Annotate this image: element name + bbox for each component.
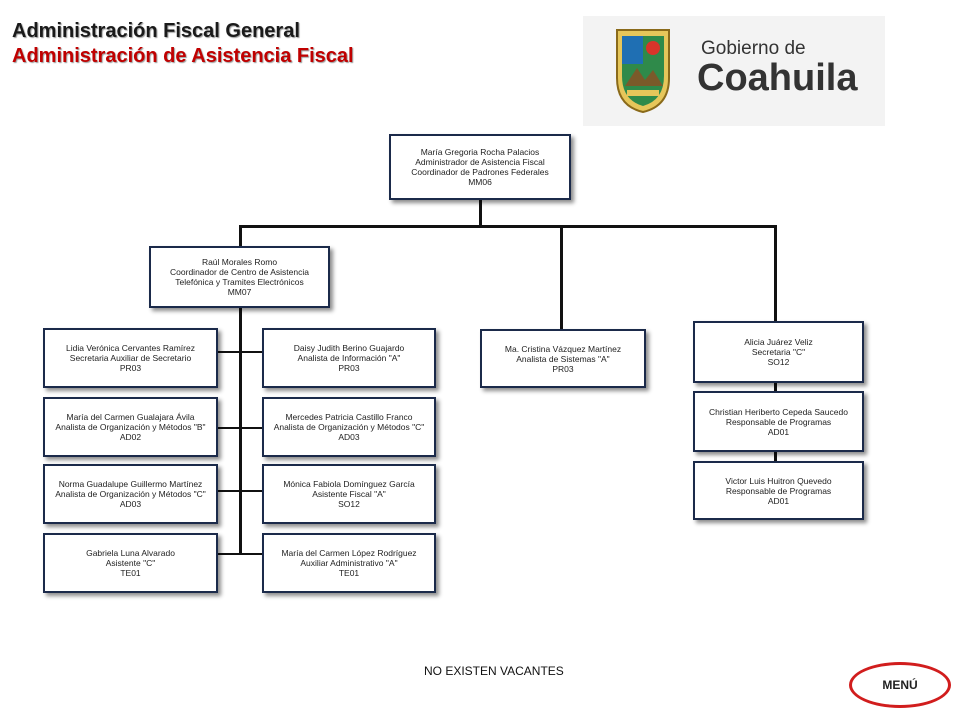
position-title: Analista de Organización y Métodos "C" — [55, 489, 206, 499]
org-box-far-right-2: Christian Heriberto Cepeda Saucedo Respo… — [693, 391, 864, 452]
org-box-middle: Ma. Cristina Vázquez Martínez Analista d… — [480, 329, 646, 388]
connector-to-middle — [560, 225, 563, 330]
org-box-far-right-1: Alicia Juárez Veliz Secretaria "C" SO12 — [693, 321, 864, 383]
position-code: AD01 — [767, 495, 790, 506]
person-name: Gabriela Luna Alvarado — [86, 548, 175, 558]
position-code: AD03 — [338, 432, 360, 442]
position-title: Asistente Fiscal "A" — [312, 489, 386, 499]
connector-row4 — [217, 553, 263, 555]
connector-to-coord — [239, 225, 242, 247]
position-title: Secretaria "C" — [751, 347, 806, 357]
person-name: Raúl Morales Romo — [201, 257, 278, 267]
position-title: Secretaria Auxiliar de Secretario — [69, 353, 192, 363]
position-title: Asistente "C" — [105, 558, 156, 568]
org-box-right-3: Mónica Fabiola Domínguez García Asistent… — [262, 464, 436, 524]
connector-top-down — [479, 199, 482, 226]
person-name: Lidia Verónica Cervantes Ramírez — [66, 343, 195, 353]
svg-text:Gobierno de: Gobierno de — [701, 38, 806, 59]
person-name: María del Carmen López Rodríguez — [281, 548, 417, 558]
person-name: María Gregoria Rocha Palacios — [420, 147, 540, 157]
position-title: Analista de Organización y Métodos "C" — [273, 422, 425, 432]
connector-row2 — [217, 427, 263, 429]
org-box-right-4: María del Carmen López Rodríguez Auxilia… — [262, 533, 436, 593]
vacancies-note: NO EXISTEN VACANTES — [424, 664, 564, 678]
person-name: Norma Guadalupe Guillermo Martínez — [58, 479, 203, 489]
person-name: Ma. Cristina Vázquez Martínez — [504, 343, 622, 354]
position-code: PR03 — [119, 363, 142, 373]
person-name: Mercedes Patricia Castillo Franco — [285, 412, 413, 422]
person-name: María del Carmen Gualajara Ávila — [66, 412, 195, 422]
menu-button-label: MENÚ — [882, 678, 918, 692]
position-title: Analista de Sistemas "A" — [516, 353, 610, 364]
person-name: Victor Luis Huitron Quevedo — [725, 475, 832, 486]
org-box-left-4: Gabriela Luna Alvarado Asistente "C" TE0… — [43, 533, 218, 593]
person-name: Mónica Fabiola Domínguez García — [283, 479, 415, 489]
position-title: Coordinador de Centro de Asistencia — [170, 267, 309, 277]
position-title: Auxiliar Administrativo "A" — [300, 558, 398, 568]
org-box-left-1: Lidia Verónica Cervantes Ramírez Secreta… — [43, 328, 218, 388]
position-title: Responsable de Programas — [725, 485, 832, 496]
position-code: MM06 — [468, 177, 492, 187]
menu-button[interactable]: MENÚ — [849, 662, 951, 708]
position-code: PR03 — [338, 363, 360, 373]
position-code: AD03 — [119, 499, 142, 509]
connector-row3 — [217, 490, 263, 492]
position-code: MM07 — [227, 287, 252, 297]
position-code: TE01 — [338, 568, 360, 578]
position-code: TE01 — [120, 568, 141, 578]
page-title: Administración Fiscal General — [12, 20, 300, 42]
page-subtitle: Administración de Asistencia Fiscal — [12, 45, 354, 67]
person-name: Alicia Juárez Veliz — [744, 337, 813, 347]
connector-horizontal-main — [239, 225, 777, 228]
position-code: SO12 — [338, 499, 360, 509]
org-box-right-2: Mercedes Patricia Castillo Franco Analis… — [262, 397, 436, 457]
position-title: Responsable de Programas — [725, 416, 832, 427]
connector-coord-spine — [239, 307, 242, 554]
coahuila-logo-graphic: Gobierno de Coahuila — [616, 29, 858, 114]
position-title: Coordinador de Padrones Federales — [411, 167, 549, 177]
position-title: Telefónica y Tramites Electrónicos — [175, 277, 304, 287]
gobierno-coahuila-logo: Gobierno de Coahuila — [583, 16, 885, 126]
position-code: AD01 — [767, 426, 790, 437]
person-name: Daisy Judith Berino Guajardo — [293, 343, 405, 353]
position-title: Analista de Organización y Métodos "B" — [55, 422, 206, 432]
org-box-right-1: Daisy Judith Berino Guajardo Analista de… — [262, 328, 436, 388]
coat-of-arms-icon — [616, 29, 670, 114]
org-box-coordinator: Raúl Morales Romo Coordinador de Centro … — [149, 246, 330, 308]
connector-row1 — [217, 351, 263, 353]
position-code: PR03 — [552, 363, 574, 374]
org-box-left-2: María del Carmen Gualajara Ávila Analist… — [43, 397, 218, 457]
position-code: AD02 — [119, 432, 142, 442]
svg-text:Coahuila: Coahuila — [697, 57, 858, 99]
position-title: Administrador de Asistencia Fiscal — [415, 157, 545, 167]
org-box-left-3: Norma Guadalupe Guillermo Martínez Anali… — [43, 464, 218, 524]
org-box-administrator: María Gregoria Rocha Palacios Administra… — [389, 134, 571, 200]
position-code: SO12 — [767, 357, 790, 367]
org-box-far-right-3: Victor Luis Huitron Quevedo Responsable … — [693, 461, 864, 520]
person-name: Christian Heriberto Cepeda Saucedo — [709, 406, 848, 417]
connector-to-far-right — [774, 225, 777, 322]
position-title: Analista de Información "A" — [297, 353, 401, 363]
